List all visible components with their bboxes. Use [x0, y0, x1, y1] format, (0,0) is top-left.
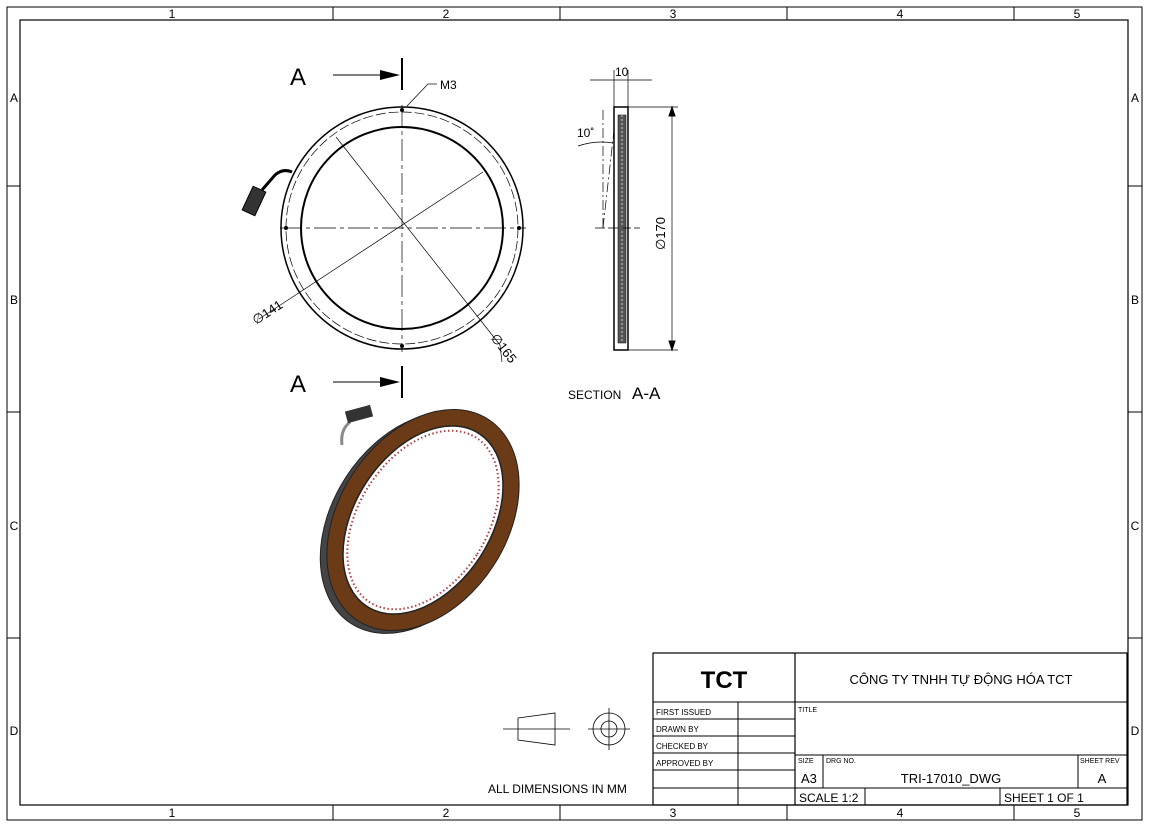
- dim-outer-diameter: ∅165: [488, 331, 520, 366]
- section-marker-bottom: A: [290, 371, 306, 398]
- column-label: 1: [169, 7, 176, 21]
- row-label: C: [1131, 519, 1140, 533]
- front-view: A A M3 ∅141 ∅165: [241, 58, 526, 398]
- row-label: A: [10, 91, 18, 105]
- row-label: D: [1131, 724, 1140, 738]
- drawn-by-label: DRAWN BY: [656, 725, 699, 734]
- row-label: C: [10, 519, 19, 533]
- scale: SCALE 1:2: [799, 791, 859, 805]
- drg-no-label: DRG NO.: [826, 758, 856, 765]
- section-caption-name: A-A: [632, 384, 661, 403]
- connector-icon: [241, 169, 293, 217]
- section-marker-top: A: [290, 64, 306, 91]
- approved-by-label: APPROVED BY: [656, 759, 714, 768]
- section-caption-prefix: SECTION: [568, 388, 621, 402]
- sheet-rev: A: [1098, 771, 1107, 786]
- sheet-frame: [6, 6, 1143, 821]
- title-label: TITLE: [798, 707, 817, 714]
- column-label: 4: [897, 7, 904, 21]
- section-view: [577, 70, 678, 352]
- title-block: [652, 652, 1128, 806]
- row-label: A: [1131, 91, 1139, 105]
- column-label: 4: [897, 806, 904, 820]
- column-label: 1: [169, 806, 176, 820]
- column-label: 3: [670, 7, 677, 21]
- column-label: 5: [1074, 7, 1081, 21]
- sheet-rev-label: SHEET REV: [1080, 758, 1120, 765]
- dim-angle: 10˚: [577, 126, 594, 140]
- dim-width: 10: [615, 65, 629, 79]
- dim-inner-diameter: ∅141: [249, 297, 285, 328]
- iso-connector-icon: [340, 404, 374, 446]
- projection-symbol-icon: [503, 708, 630, 750]
- zone-labels: 1 2 3 4 5 1 2 3 4 5 A B C D A B C D: [10, 7, 1140, 820]
- sheet-count: SHEET 1 OF 1: [1004, 791, 1084, 805]
- units-note: ALL DIMENSIONS IN MM: [488, 782, 627, 796]
- size-label: SIZE: [798, 758, 814, 765]
- row-label: B: [1131, 293, 1139, 307]
- column-label: 3: [670, 806, 677, 820]
- column-label: 2: [443, 806, 450, 820]
- m3-callout: M3: [440, 78, 457, 92]
- company-logo: TCT: [701, 667, 748, 694]
- drawing-number: TRI-17010_DWG: [901, 771, 1001, 786]
- sheet-size: A3: [801, 771, 817, 786]
- column-label: 5: [1074, 806, 1081, 820]
- dim-diameter: ∅170: [653, 217, 668, 250]
- column-label: 2: [443, 7, 450, 21]
- checked-by-label: CHECKED BY: [656, 742, 709, 751]
- first-issued-label: FIRST ISSUED: [656, 708, 711, 717]
- row-label: B: [10, 293, 18, 307]
- company-name: CÔNG TY TNHH TỰ ĐỘNG HÓA TCT: [850, 672, 1073, 687]
- isometric-ring-view: [319, 408, 520, 634]
- row-label: D: [10, 724, 19, 738]
